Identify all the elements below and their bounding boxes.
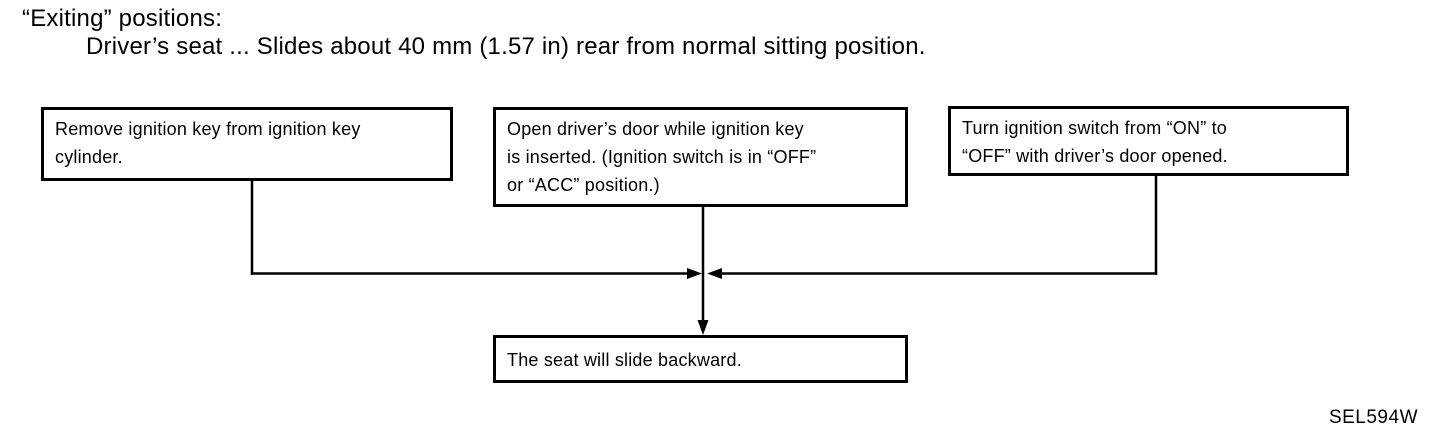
flow-box-text-line: The seat will slide backward. xyxy=(507,350,742,370)
heading-line-2: Driver’s seat ... Slides about 40 mm (1.… xyxy=(86,33,926,60)
flow-box-open-door: Open driver’s door while ignition key is… xyxy=(493,107,908,207)
figure-code: SEL594W xyxy=(1328,407,1418,428)
flow-box-text-line: “OFF” with driver’s door opened. xyxy=(962,146,1228,166)
flow-box-text-line: Open driver’s door while ignition key xyxy=(507,119,804,139)
flow-box-text-line: or “ACC” position.) xyxy=(507,175,660,195)
flow-box-text-line: Turn ignition switch from “ON” to xyxy=(962,118,1227,138)
flow-box-result: The seat will slide backward. xyxy=(493,335,908,383)
flow-box-turn-switch: Turn ignition switch from “ON” to “OFF” … xyxy=(948,106,1349,176)
flow-box-text-line: cylinder. xyxy=(55,147,123,167)
heading-line-1: “Exiting” positions: xyxy=(22,5,223,32)
flow-box-text-line: Remove ignition key from ignition key xyxy=(55,119,361,139)
arrowhead-left-icon xyxy=(707,268,722,279)
flow-box-remove-key: Remove ignition key from ignition key cy… xyxy=(41,107,453,181)
arrowhead-right-icon xyxy=(687,268,702,279)
flow-box-text-line: is inserted. (Ignition switch is in “OFF… xyxy=(507,147,817,167)
arrowhead-down-icon xyxy=(697,320,709,335)
